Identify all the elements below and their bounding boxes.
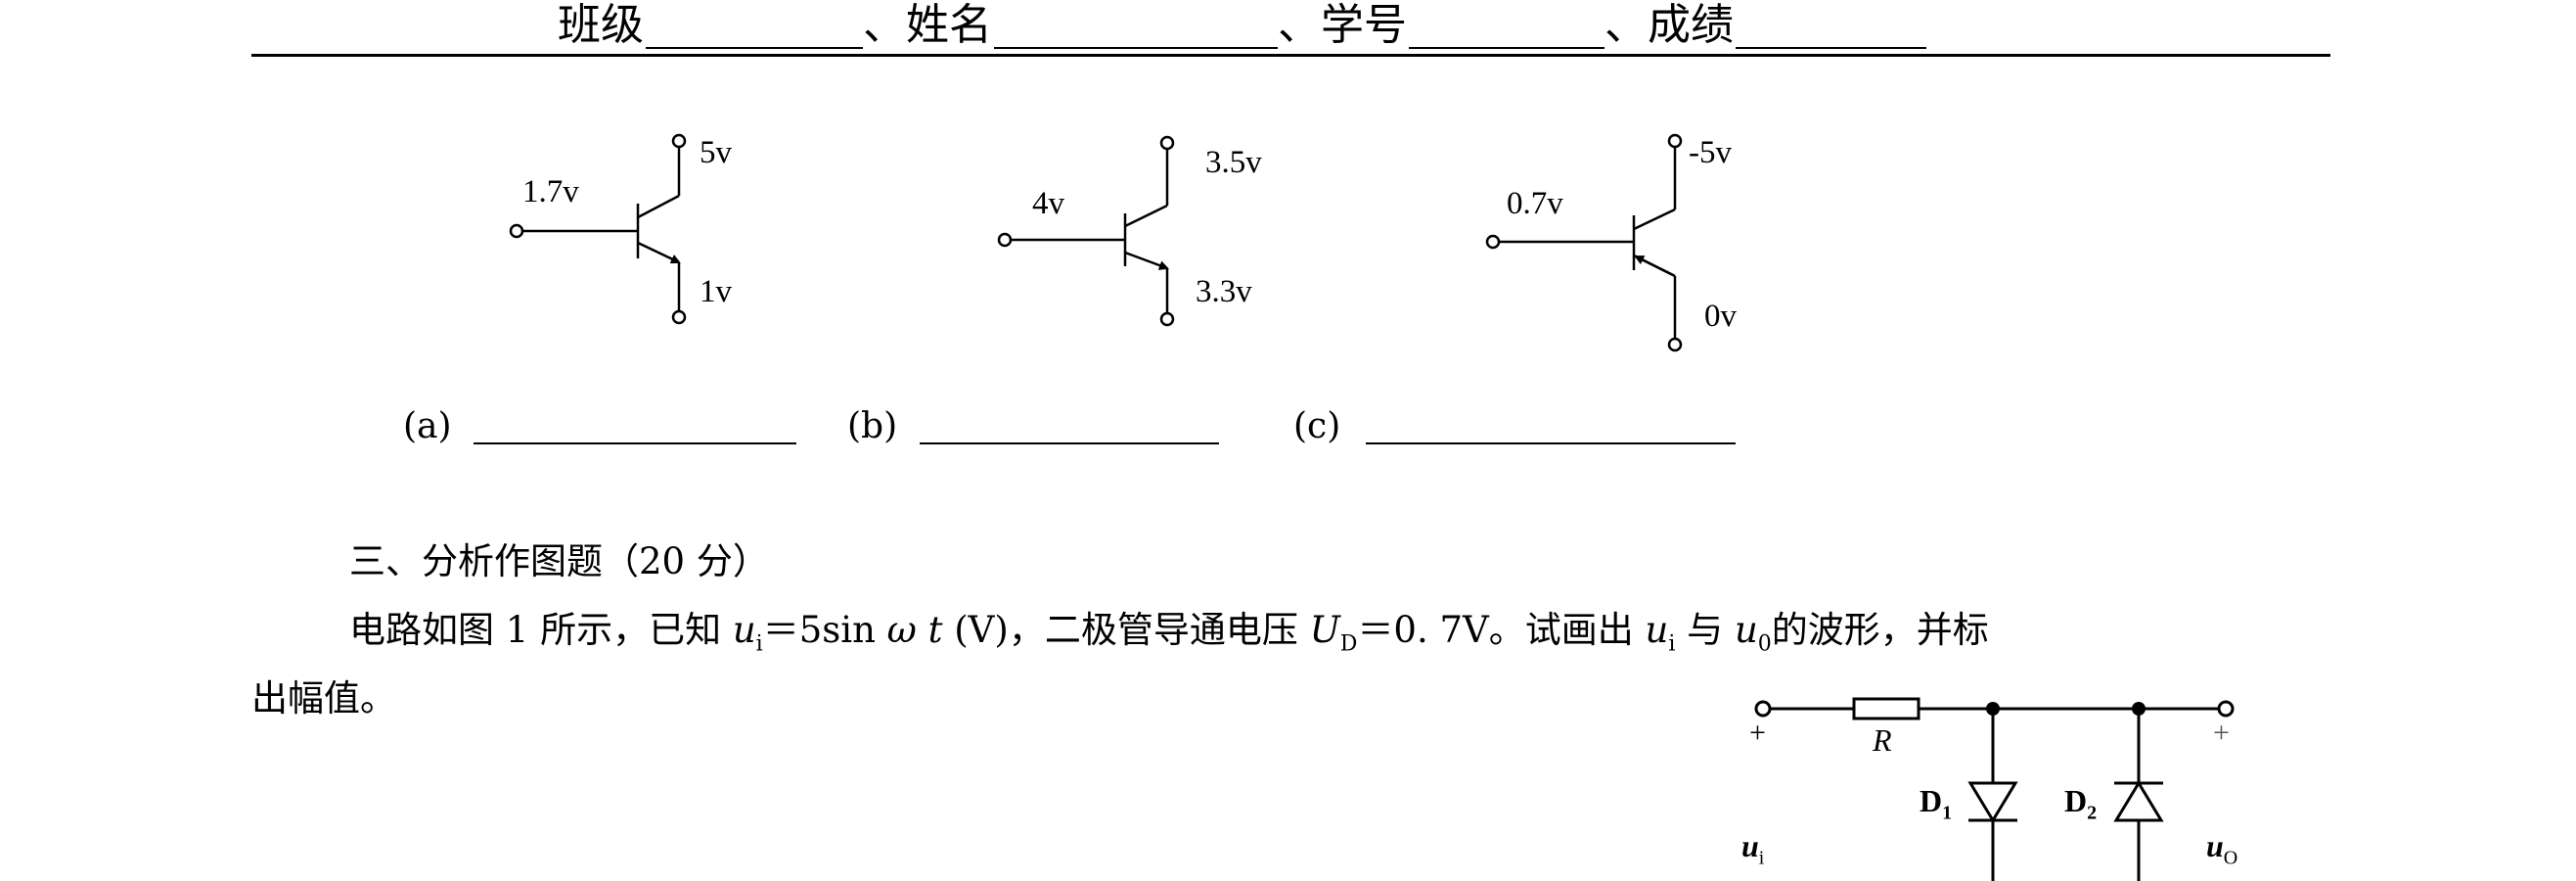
separator: 、	[1604, 0, 1648, 50]
transistor-b	[997, 135, 1175, 327]
score-blank[interactable]	[1736, 47, 1926, 49]
transistor-b-emitter-voltage: 3.3v	[1196, 274, 1252, 309]
header-rule	[251, 54, 2330, 57]
transistor-a-collector-voltage: 5v	[700, 135, 732, 170]
score-label: 成绩	[1648, 0, 1734, 50]
class-label: 班级	[558, 0, 644, 50]
diode-d1-label: D1	[1920, 783, 1953, 824]
diode-d2-label: D2	[2064, 783, 2098, 824]
class-blank[interactable]	[646, 47, 863, 49]
transistor-c-base-voltage: 0.7v	[1507, 186, 1563, 221]
input-terminal	[1754, 700, 1772, 718]
transistor-a-base-voltage: 1.7v	[522, 174, 579, 209]
section-heading: 三、分析作图题（20 分）	[349, 540, 769, 582]
transistor-c	[1485, 133, 1683, 352]
transistor-a-emitter-voltage: 1v	[700, 274, 732, 309]
transistor-a	[509, 133, 687, 325]
output-plus-sign: +	[2213, 717, 2230, 749]
caption-c: (c)	[1293, 406, 1341, 446]
answer-blank-b[interactable]	[920, 442, 1219, 444]
junction-dot	[2132, 702, 2146, 716]
answer-blank-a[interactable]	[474, 442, 796, 444]
problem-text-line1: 电路如图 1 所示，已知 ui＝5sin ω t (V)，二极管导通电压 UD＝…	[349, 609, 1989, 657]
transistor-c-emitter-voltage: 0v	[1704, 299, 1737, 334]
caption-a: (a)	[403, 406, 452, 446]
student-id-label: 学号	[1321, 0, 1407, 50]
problem-text-line2: 出幅值。	[251, 677, 396, 719]
separator: 、	[1278, 0, 1321, 50]
output-terminal	[2217, 700, 2235, 718]
input-plus-sign: +	[1749, 717, 1766, 749]
name-blank[interactable]	[994, 47, 1278, 49]
transistor-b-base-voltage: 4v	[1032, 186, 1064, 221]
student-id-blank[interactable]	[1409, 47, 1604, 49]
separator: 、	[863, 0, 906, 50]
transistor-b-collector-voltage: 3.5v	[1205, 145, 1262, 180]
diode-d1-symbol	[1967, 781, 2018, 823]
caption-b: (b)	[847, 406, 898, 446]
resistor-label: R	[1873, 722, 1892, 758]
input-voltage-label: ui	[1741, 828, 1765, 869]
name-label: 姓名	[906, 0, 992, 50]
output-voltage-label: uO	[2206, 828, 2238, 869]
junction-dot	[1986, 702, 2000, 716]
answer-blank-c[interactable]	[1366, 442, 1736, 444]
transistor-c-collector-voltage: -5v	[1689, 135, 1732, 170]
resistor-symbol	[1852, 697, 1921, 720]
diode-d2-symbol	[2113, 780, 2164, 822]
